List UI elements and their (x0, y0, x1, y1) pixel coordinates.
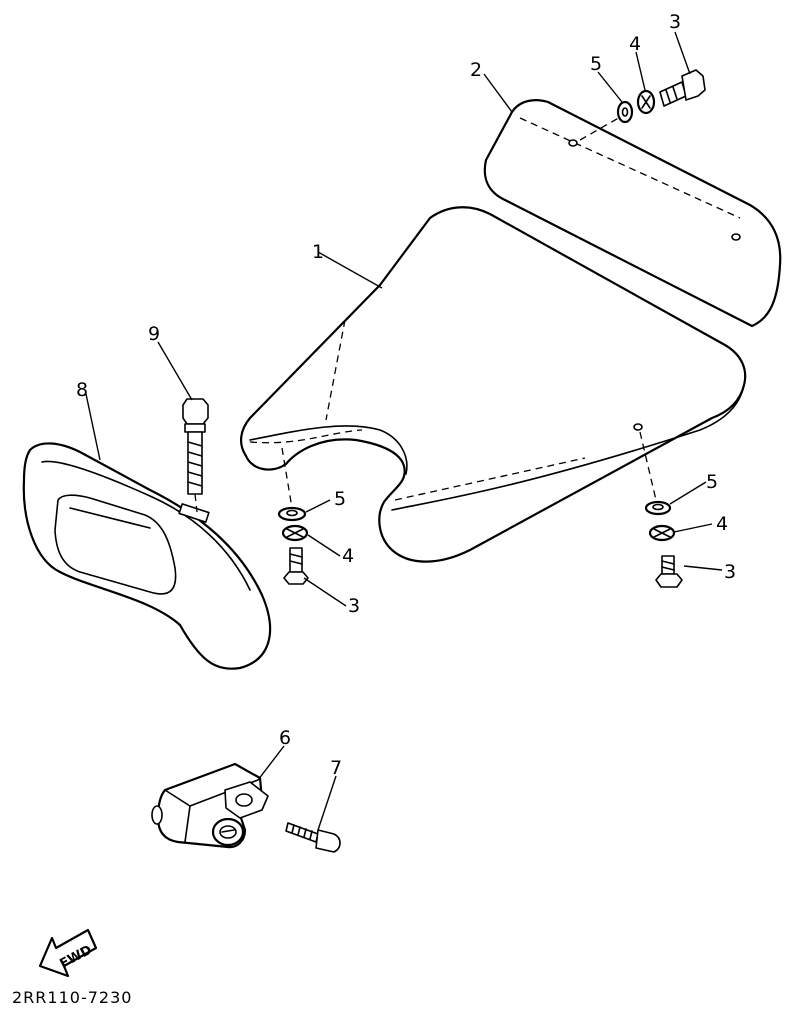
part-7-screw (285, 822, 341, 853)
callout-numbers: 1 2 3 4 5 9 8 5 4 3 5 4 3 6 7 (76, 11, 736, 779)
callout-3-right: 3 (724, 561, 736, 583)
right-hardware-stack (639, 431, 683, 588)
top-hardware-stack (579, 69, 706, 141)
callout-6: 6 (279, 727, 291, 749)
callout-5-right: 5 (706, 471, 718, 493)
left-hardware-stack (277, 447, 309, 585)
part-8-side-cover (22, 442, 272, 670)
fwd-arrow-icon: FWD (38, 928, 98, 978)
leader-lines (85, 31, 723, 831)
callout-3-left: 3 (348, 595, 360, 617)
callout-4-right: 4 (716, 513, 728, 535)
callout-9: 9 (148, 323, 160, 345)
callout-5-left: 5 (334, 488, 346, 510)
callout-7: 7 (330, 757, 342, 779)
callout-2: 2 (470, 59, 482, 81)
callout-1: 1 (312, 241, 324, 263)
diagram-code: 2RR110-7230 (12, 988, 133, 1007)
part-1-seat (240, 206, 747, 563)
callout-3-top: 3 (669, 11, 681, 33)
callout-8: 8 (76, 379, 88, 401)
part-2-rear-pad (483, 99, 782, 328)
part-9-bolt (182, 398, 209, 513)
part-6-seat-lock (151, 762, 269, 849)
callout-4-top: 4 (629, 33, 641, 55)
callout-4-left: 4 (342, 545, 354, 567)
callout-5-top: 5 (590, 53, 602, 75)
